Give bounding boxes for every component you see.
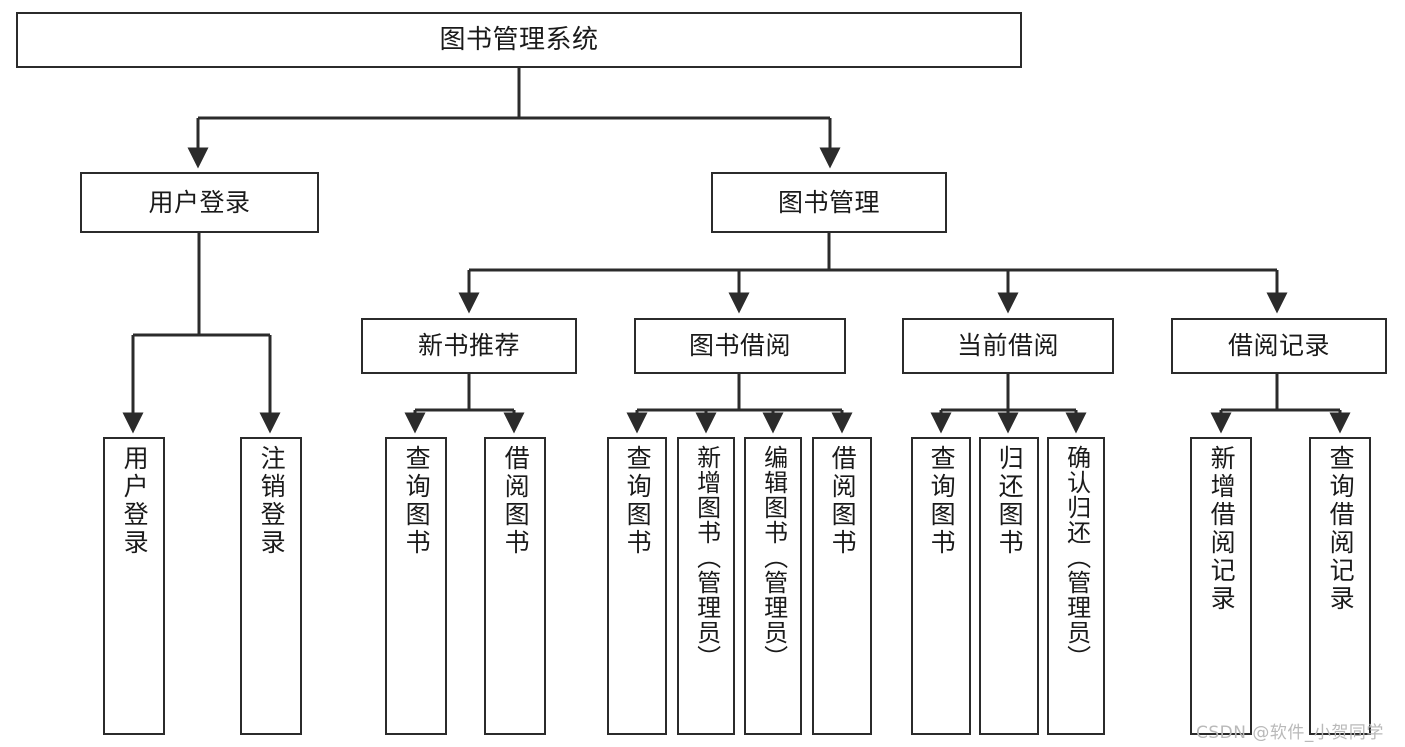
node-current-borrow-label: 当前借阅 [956,331,1059,361]
node-leaf-query-book-3-label: 查询图书 [927,445,957,557]
node-leaf-query-book-2[interactable]: 查询图书 [607,437,667,735]
node-leaf-borrow-book-2[interactable]: 借阅图书 [812,437,872,735]
node-user-login[interactable]: 用户登录 [80,172,319,233]
node-leaf-return-book-label: 归还图书 [995,445,1025,557]
node-leaf-edit-book-admin-label: 编辑图书（管理员） [759,445,788,670]
node-new-book-recommend[interactable]: 新书推荐 [361,318,577,374]
node-leaf-edit-book-admin[interactable]: 编辑图书（管理员） [744,437,802,735]
node-leaf-query-borrow-record-label: 查询借阅记录 [1326,445,1356,613]
node-book-management[interactable]: 图书管理 [711,172,947,233]
node-leaf-add-book-admin[interactable]: 新增图书（管理员） [677,437,735,735]
node-leaf-confirm-return-admin[interactable]: 确认归还（管理员） [1047,437,1105,735]
node-root-label: 图书管理系统 [439,24,599,55]
node-leaf-borrow-book-1[interactable]: 借阅图书 [484,437,546,735]
node-borrow-records-label: 借阅记录 [1227,331,1330,361]
node-leaf-return-book[interactable]: 归还图书 [979,437,1039,735]
node-leaf-borrow-book-1-label: 借阅图书 [501,445,531,557]
node-leaf-add-borrow-record-label: 新增借阅记录 [1207,445,1237,613]
node-root[interactable]: 图书管理系统 [16,12,1022,68]
node-leaf-user-login-label: 用户登录 [120,445,150,557]
node-leaf-confirm-return-admin-label: 确认归还（管理员） [1062,445,1091,670]
watermark: CSDN @软件_小贺同学 [1196,723,1384,743]
node-leaf-user-login[interactable]: 用户登录 [103,437,165,735]
node-current-borrow[interactable]: 当前借阅 [902,318,1114,374]
node-leaf-add-borrow-record[interactable]: 新增借阅记录 [1190,437,1252,735]
node-borrow-records[interactable]: 借阅记录 [1171,318,1387,374]
node-leaf-query-borrow-record[interactable]: 查询借阅记录 [1309,437,1371,735]
node-book-borrow-label: 图书借阅 [688,331,791,361]
node-leaf-query-book-1-label: 查询图书 [402,445,432,557]
node-leaf-logout-label: 注销登录 [257,445,287,557]
node-leaf-borrow-book-2-label: 借阅图书 [828,445,858,557]
node-leaf-query-book-3[interactable]: 查询图书 [911,437,971,735]
node-leaf-add-book-admin-label: 新增图书（管理员） [692,445,721,670]
node-book-management-label: 图书管理 [777,187,880,217]
node-book-borrow[interactable]: 图书借阅 [634,318,846,374]
node-leaf-query-book-1[interactable]: 查询图书 [385,437,447,735]
node-leaf-query-book-2-label: 查询图书 [623,445,653,557]
node-user-login-label: 用户登录 [148,187,251,217]
node-new-book-recommend-label: 新书推荐 [417,331,520,361]
node-leaf-logout[interactable]: 注销登录 [240,437,302,735]
